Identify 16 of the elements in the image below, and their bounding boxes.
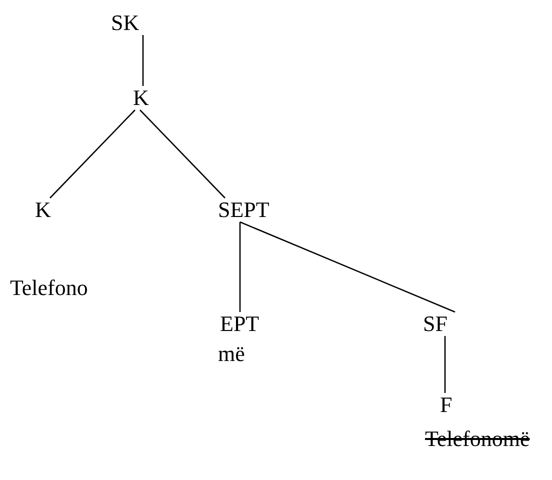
tree-branch-line [142, 35, 144, 86]
tree-node-label: SEPT [218, 199, 270, 221]
tree-branch-line [444, 336, 446, 393]
tree-node-label: F [440, 394, 452, 416]
tree-node-label: SK [111, 12, 140, 34]
tree-node-label: SF [423, 313, 448, 335]
word-label: më [218, 343, 245, 365]
tree-branch-line [50, 110, 136, 198]
tree-node-label: K [133, 87, 149, 109]
tree-branch-line [240, 221, 456, 313]
struck-word: Telefonomë [425, 428, 530, 450]
word-label: Telefono [10, 277, 88, 299]
tree-node-label: K [35, 199, 51, 221]
tree-branch-line [239, 222, 241, 312]
tree-branch-line [140, 110, 226, 198]
tree-node-label: EPT [220, 313, 260, 335]
